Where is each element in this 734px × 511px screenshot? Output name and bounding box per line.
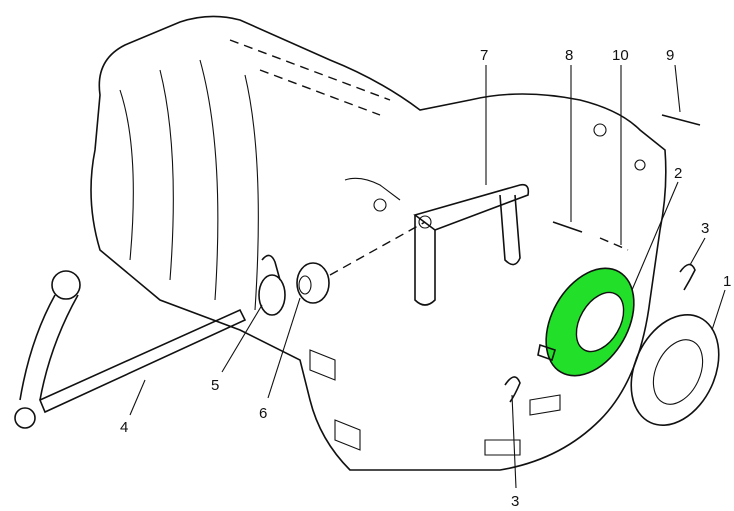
callout-3-lower: 3 <box>511 493 519 510</box>
clip-upper <box>679 263 696 291</box>
spring-and-bush <box>258 254 330 316</box>
pins <box>552 114 701 251</box>
clip-lower <box>504 376 521 403</box>
callout-6: 6 <box>259 405 267 422</box>
transmission-case <box>90 15 667 471</box>
leader-lines <box>129 64 726 489</box>
callout-10: 10 <box>612 47 629 64</box>
callout-7: 7 <box>480 47 488 64</box>
callout-4: 4 <box>120 419 128 436</box>
release-fork <box>329 183 530 306</box>
callout-2: 2 <box>674 165 682 182</box>
callout-8: 8 <box>565 47 573 64</box>
callout-5: 5 <box>211 377 219 394</box>
callout-1: 1 <box>723 273 731 290</box>
release-bearing <box>537 267 635 377</box>
callout-9: 9 <box>666 47 674 64</box>
callout-3-upper: 3 <box>701 220 709 237</box>
retaining-plate <box>630 313 720 427</box>
cross-shaft <box>14 270 247 429</box>
